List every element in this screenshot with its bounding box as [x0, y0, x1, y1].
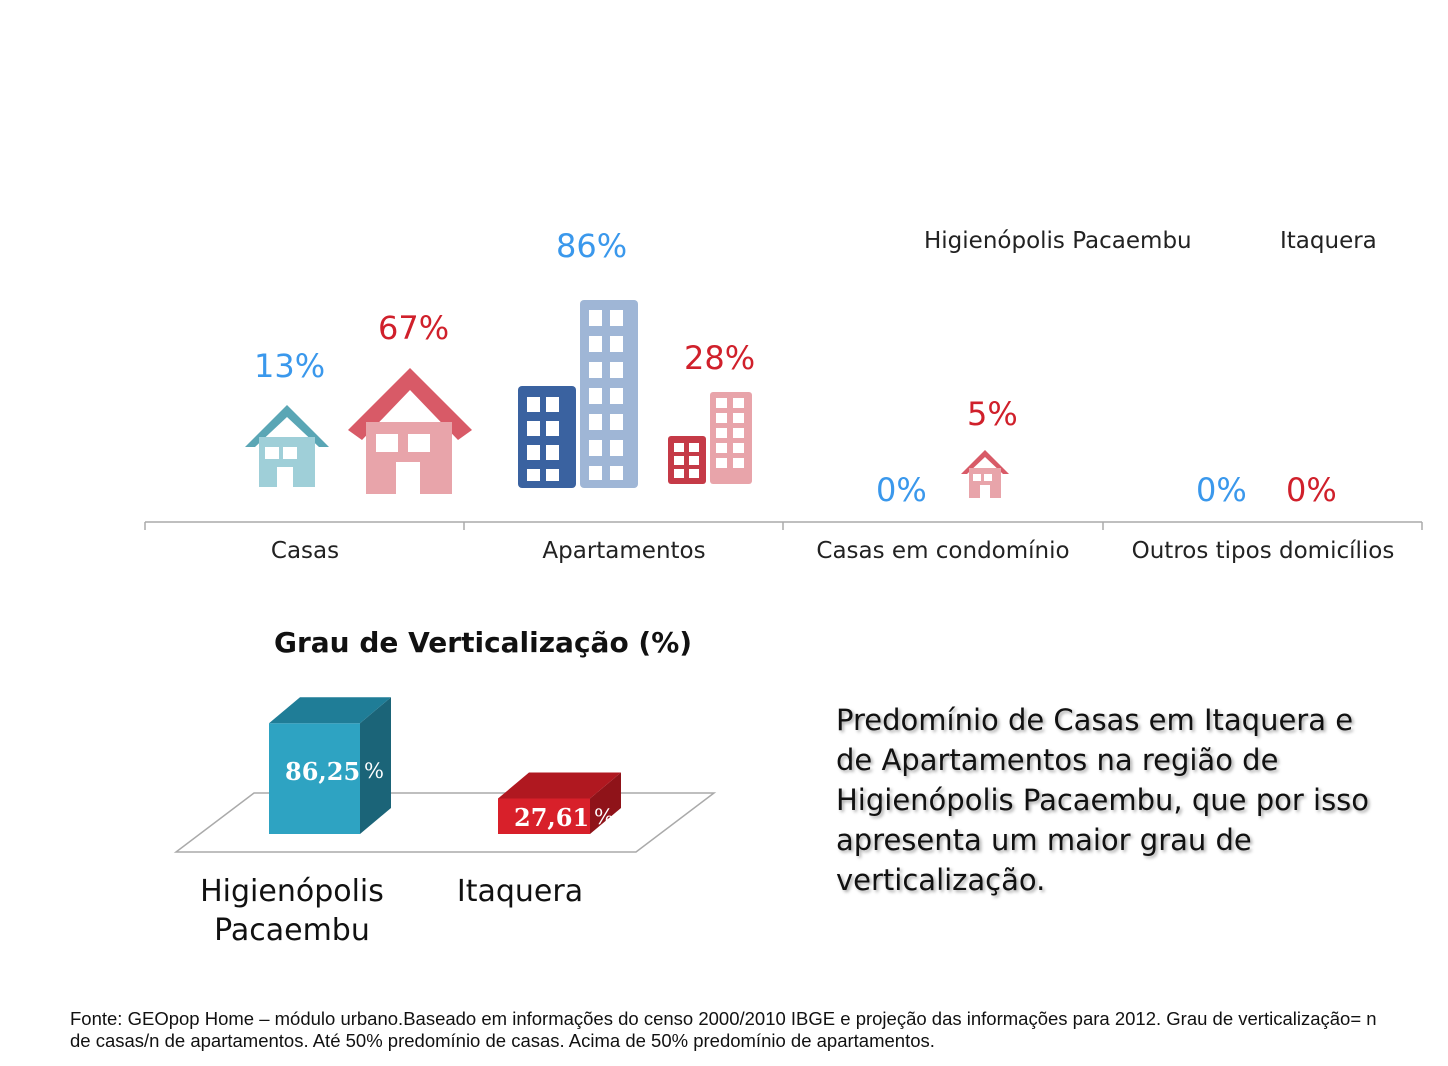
x-tick-label-line: Itaquera: [456, 874, 584, 909]
x-tick-label: Outros tipos domicílios: [1131, 538, 1395, 564]
building-icon: [518, 300, 638, 488]
x-tick-label-line: Pacaembu: [214, 913, 370, 948]
bar-side: [360, 697, 391, 834]
chart-floor: [173, 792, 717, 853]
bar-top: [269, 697, 391, 724]
bar-unit-label: %: [364, 759, 384, 784]
building-icon: [668, 392, 752, 484]
bar-side: [590, 772, 621, 834]
x-tick-label-higienopolis: Higienópolis Pacaembu: [190, 872, 394, 950]
source-footnote: Fonte: GEOpop Home – módulo urbano.Basea…: [70, 1008, 1377, 1051]
data-label: 13%: [254, 347, 326, 385]
x-tick-label: Casas em condomínio: [816, 538, 1070, 564]
data-label: 67%: [378, 309, 450, 347]
data-label: 5%: [967, 395, 1018, 433]
x-tick-label-itaquera: Itaquera: [430, 872, 610, 911]
summary-note: Predomínio de Casas em Itaquera e de Apa…: [836, 703, 1370, 897]
house-icon: [961, 450, 1009, 498]
data-label: 28%: [684, 339, 756, 377]
house-icon: [245, 405, 329, 487]
data-label: 0%: [1286, 471, 1337, 509]
legend-item-higienopolis: Higienópolis Pacaembu: [924, 228, 1192, 254]
x-tick-label: Casas: [270, 538, 340, 564]
bar-value-label: 27,61: [514, 802, 590, 832]
bar-front: [269, 723, 360, 834]
x-tick-label: Apartamentos: [542, 538, 706, 564]
bar-unit-label: %: [594, 804, 614, 829]
legend-item-itaquera: Itaquera: [1280, 228, 1377, 254]
chart-title: Grau de Verticalização (%): [274, 626, 693, 659]
x-tick-label-line: Higienópolis: [200, 874, 384, 909]
house-icon: [348, 368, 472, 494]
bar-front: [498, 798, 590, 834]
data-label: 86%: [556, 227, 628, 265]
data-label: 0%: [876, 471, 927, 509]
bar-value-label: 86,25: [285, 757, 361, 787]
data-label: 0%: [1196, 471, 1247, 509]
bar-top: [498, 772, 621, 799]
